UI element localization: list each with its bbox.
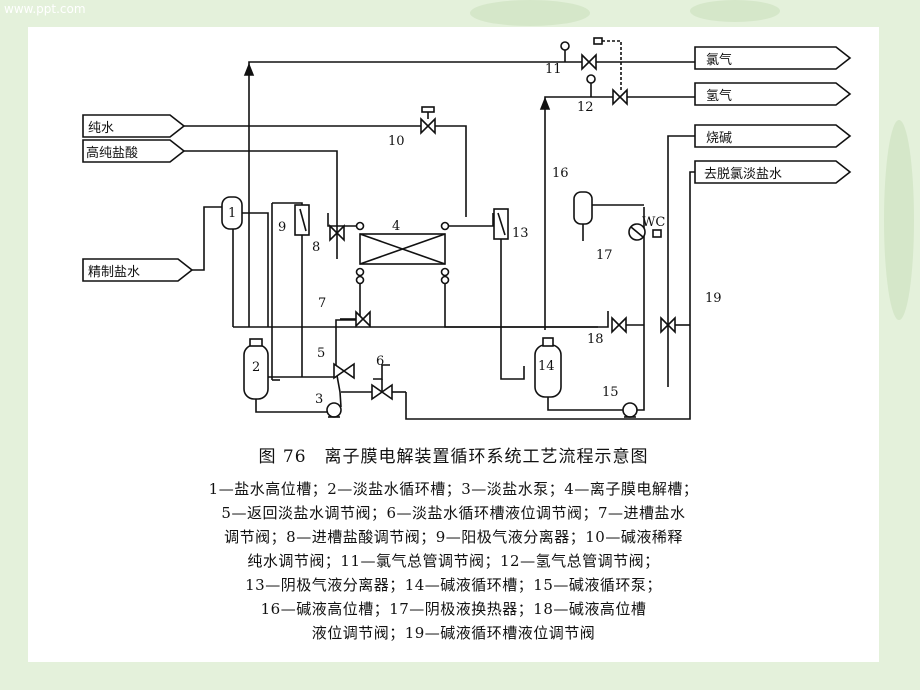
label-17: 17 [596, 248, 613, 263]
refined-brine-input-arrow: 精制盐水 [82, 258, 194, 282]
pure-water-input-arrow: 纯水 [82, 114, 186, 138]
caustic-output-arrow: 烧碱 [694, 124, 852, 148]
label-18: 18 [587, 332, 604, 347]
hcl-input-arrow: 高纯盐酸 [82, 139, 186, 163]
watermark: www.ppt.com [4, 2, 86, 16]
caustic-tank-level-valve-19 [660, 316, 690, 334]
caustic-pump-15 [622, 402, 638, 418]
hcl-label: 高纯盐酸 [86, 145, 138, 161]
brine-head-tank-1 [221, 196, 269, 327]
anode-separator-9 [294, 204, 310, 236]
cell-hcl-valve-8 [329, 224, 345, 242]
caustic-label: 烧碱 [706, 131, 732, 146]
hydrogen-output-arrow: 氢气 [694, 82, 852, 106]
cell-brine-valve-7 [340, 310, 371, 328]
figure-caption: 图 76 离子膜电解装置循环系统工艺流程示意图 [258, 447, 649, 467]
chlorine-label: 氯气 [706, 52, 732, 68]
label-15: 15 [602, 385, 619, 400]
label-13: 13 [512, 226, 529, 241]
background-leaf [690, 0, 780, 22]
label-14: 14 [538, 359, 555, 374]
hydrogen-label: 氢气 [706, 88, 732, 104]
label-9: 9 [278, 220, 286, 235]
caustic-head-tank-16 [573, 191, 593, 225]
brine-level-valve-6 [371, 364, 393, 401]
legend-line: 纯水调节阀；11—氯气总管调节阀；12—氢气总管调节阀； [247, 552, 660, 570]
label-8: 8 [312, 240, 320, 255]
slide-panel: 氯气 氢气 烧碱 去脱氯淡盐水 纯水 高纯盐酸 精制盐水 [28, 27, 879, 662]
wc-label: WC [642, 215, 665, 230]
label-4: 4 [392, 219, 400, 234]
label-6: 6 [376, 354, 384, 369]
label-2: 2 [252, 360, 260, 375]
pure-water-label: 纯水 [88, 121, 114, 136]
label-7: 7 [318, 296, 326, 311]
refined-brine-label: 精制盐水 [88, 265, 140, 280]
legend-line: 液位调节阀；19—碱液循环槽液位调节阀 [311, 624, 596, 642]
legend-line: 16—碱液高位槽；17—阴极液换热器；18—碱液高位槽 [260, 600, 647, 618]
legend-line: 13—阴极气液分离器；14—碱液循环槽；15—碱液循环泵； [245, 576, 662, 594]
label-11: 11 [545, 62, 562, 77]
chlorine-header-valve-11 [560, 37, 622, 91]
dechlorinated-brine-label: 去脱氯淡盐水 [704, 167, 782, 182]
legend-line: 调节阀；8—进槽盐酸调节阀；9—阳极气液分离器；10—碱液稀释 [224, 528, 683, 546]
label-5: 5 [317, 346, 325, 361]
return-brine-valve-5 [333, 362, 355, 380]
caustic-level-valve-18 [611, 316, 644, 334]
label-10: 10 [388, 134, 405, 149]
dilute-brine-pump-3 [326, 402, 342, 418]
legend-line: 1—盐水高位槽；2—淡盐水循环槽；3—淡盐水泵；4—离子膜电解槽； [208, 480, 699, 498]
membrane-electrolyzer-4 [355, 221, 450, 285]
dechlorinated-brine-output-arrow: 去脱氯淡盐水 [694, 160, 852, 184]
cathode-heat-exchanger-17 [628, 223, 662, 241]
hydrogen-header-valve-12 [586, 74, 628, 106]
background-leaf [884, 120, 914, 320]
caustic-tank-14 [534, 337, 562, 398]
chlorine-output-arrow: 氯气 [694, 46, 852, 70]
process-flow-diagram: 氯气 氢气 烧碱 去脱氯淡盐水 纯水 高纯盐酸 精制盐水 [82, 37, 852, 420]
dilution-water-valve-10 [420, 106, 436, 135]
legend-line: 5—返回淡盐水调节阀；6—淡盐水循环槽液位调节阀；7—进槽盐水 [221, 504, 686, 522]
background-leaf [470, 0, 590, 26]
label-12: 12 [577, 100, 594, 115]
cathode-separator-13 [493, 208, 509, 240]
label-16: 16 [552, 166, 569, 181]
label-19: 19 [705, 291, 722, 306]
label-3: 3 [315, 392, 323, 407]
label-1: 1 [228, 206, 236, 221]
